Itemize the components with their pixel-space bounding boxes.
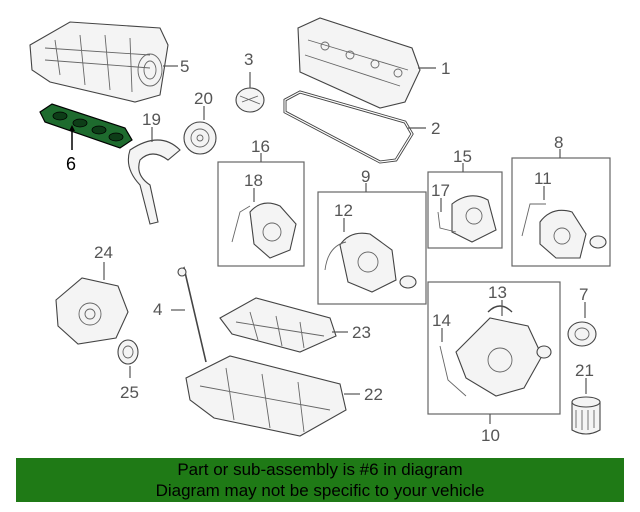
callout-18: 18 (244, 171, 263, 190)
callout-8: 8 (554, 133, 563, 152)
group-box-9 (317, 191, 427, 305)
callout-6: 6 (66, 154, 76, 174)
group-box-8 (511, 157, 611, 267)
part-21-oil-filter[interactable] (571, 396, 601, 435)
callout-21: 21 (575, 361, 594, 380)
part-24-oil-pump[interactable] (55, 277, 129, 345)
callout-3: 3 (244, 50, 253, 69)
part-25-fitting[interactable] (117, 339, 139, 365)
callout-20: 20 (194, 89, 213, 108)
callout-1: 1 (441, 59, 450, 78)
callout-10: 10 (481, 426, 500, 445)
part-12-timing-cover-lower[interactable] (324, 232, 417, 293)
callout-9: 9 (361, 167, 370, 186)
info-banner: Part or sub-assembly is #6 in diagram Di… (16, 458, 624, 502)
callout-23: 23 (352, 323, 371, 342)
part-18-timing-cover[interactable] (231, 202, 297, 259)
part-3-oil-cap[interactable] (235, 87, 265, 113)
part-23-baffle-plate[interactable] (219, 297, 337, 353)
callout-15: 15 (453, 147, 472, 166)
part-6-intake-gasket[interactable] (39, 103, 133, 149)
callout-7: 7 (579, 285, 588, 304)
callout-25: 25 (120, 383, 139, 402)
callout-16: 16 (251, 137, 270, 156)
callout-13: 13 (488, 283, 507, 302)
callout-22: 22 (364, 385, 383, 404)
part-19-timing-belt[interactable] (127, 139, 181, 225)
callout-5: 5 (180, 57, 189, 76)
part-5-intake-manifold[interactable] (29, 21, 169, 103)
part-4-dipstick[interactable] (177, 266, 207, 363)
part-13-seal[interactable] (487, 305, 513, 313)
parts-diagram: 1 2 3 4 5 6 7 8 9 10 11 12 13 14 15 16 1… (29, 17, 611, 445)
callout-11: 11 (534, 169, 552, 188)
callout-17: 17 (431, 181, 450, 200)
part-22-oil-pan[interactable] (185, 355, 347, 437)
callout-14: 14 (432, 311, 451, 330)
part-14-front-cover[interactable] (439, 317, 552, 397)
part-11-rear-cover[interactable] (521, 203, 607, 259)
group-box-10 (427, 281, 561, 415)
callout-12: 12 (334, 201, 353, 220)
part-1-valve-cover[interactable] (297, 17, 421, 109)
callout-19: 19 (142, 110, 161, 129)
callout-24: 24 (94, 243, 113, 262)
banner-line-disclaimer: Diagram may not be specific to your vehi… (155, 481, 485, 500)
group-box-15 (427, 171, 503, 249)
part-7-crank-pulley[interactable] (567, 321, 597, 347)
part-17-cover[interactable] (437, 195, 497, 243)
banner-line-part: Part or sub-assembly is #6 in diagram (177, 460, 463, 479)
callout-2: 2 (431, 119, 440, 138)
part-20-cam-pulley[interactable] (183, 121, 217, 155)
callout-4: 4 (153, 300, 162, 319)
part-2-valve-cover-gasket[interactable] (283, 90, 414, 164)
